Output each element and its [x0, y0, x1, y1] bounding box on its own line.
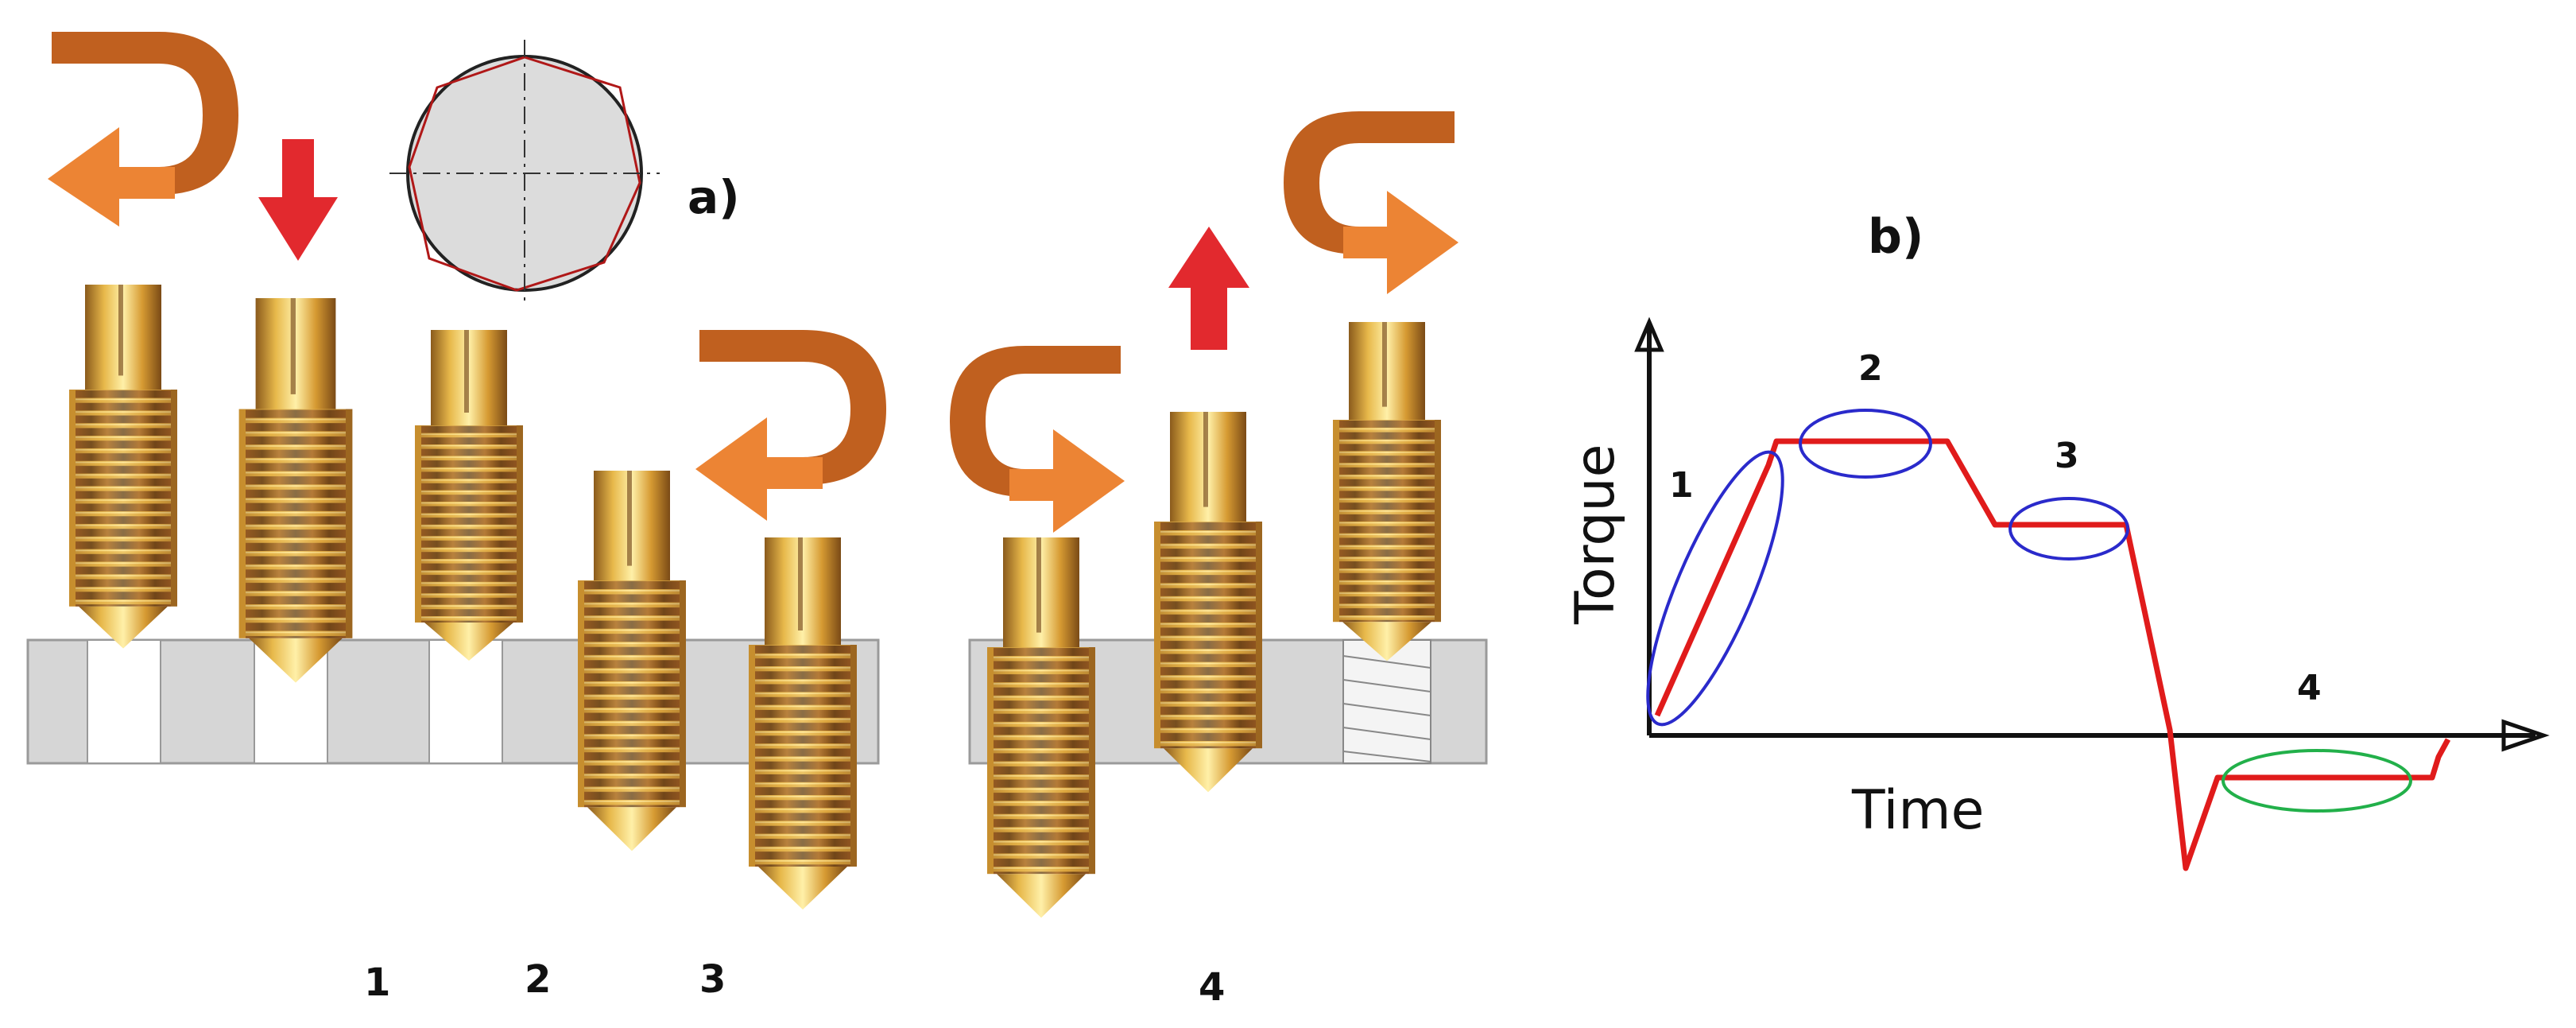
panel-b-torque-chart: b) Torque Time 1 2 3 4 — [1564, 209, 2550, 871]
screw-4a — [987, 537, 1095, 918]
step-label-4: 4 — [1199, 965, 1225, 1010]
phase-4-ellipse — [2222, 749, 2412, 813]
x-axis-label: Time — [1851, 779, 1984, 842]
phase-label-4: 4 — [2297, 668, 2322, 708]
screw-3b — [749, 537, 857, 910]
rotate-clockwise-arrow-icon — [950, 346, 1125, 533]
down-arrow-icon — [258, 139, 338, 261]
panel-a: a) 1 2 3 4 — [26, 32, 1488, 1010]
threaded-hole-lines — [1342, 655, 1431, 762]
drilled-hole-1 — [87, 639, 161, 764]
panel-b-label: b) — [1868, 209, 1923, 265]
screw-3a — [578, 471, 686, 851]
phase-label-3: 3 — [2055, 436, 2079, 476]
screw-1a — [69, 285, 177, 649]
screw-4c — [1333, 322, 1441, 661]
phase-label-2: 2 — [1858, 348, 1883, 389]
screw-4b — [1154, 412, 1262, 793]
rotate-counterclockwise-arrow-icon — [695, 330, 886, 521]
rotate-clockwise-arrow-icon — [1284, 111, 1458, 294]
y-axis-label: Torque — [1564, 444, 1627, 625]
phase-3-ellipse — [2009, 497, 2129, 561]
step-label-1: 1 — [364, 960, 390, 1005]
phase-label-1: 1 — [1669, 465, 1694, 506]
screw-2 — [415, 330, 523, 661]
phase-1-ellipse — [1646, 450, 1784, 727]
panel-a-label: a) — [688, 170, 740, 224]
rotate-counterclockwise-arrow-icon — [48, 32, 238, 227]
drilled-hole-3 — [428, 639, 503, 764]
y-axis-arrowhead — [1634, 316, 1664, 352]
torque-curve — [1654, 438, 2451, 871]
screw-1b — [238, 298, 353, 683]
step-label-3: 3 — [699, 957, 726, 1002]
cross-section-icon — [389, 40, 660, 306]
phase-2-ellipse — [1799, 409, 1932, 479]
step-label-2: 2 — [525, 957, 551, 1002]
x-axis-arrowhead — [2501, 719, 2550, 752]
up-arrow-icon — [1168, 227, 1249, 350]
